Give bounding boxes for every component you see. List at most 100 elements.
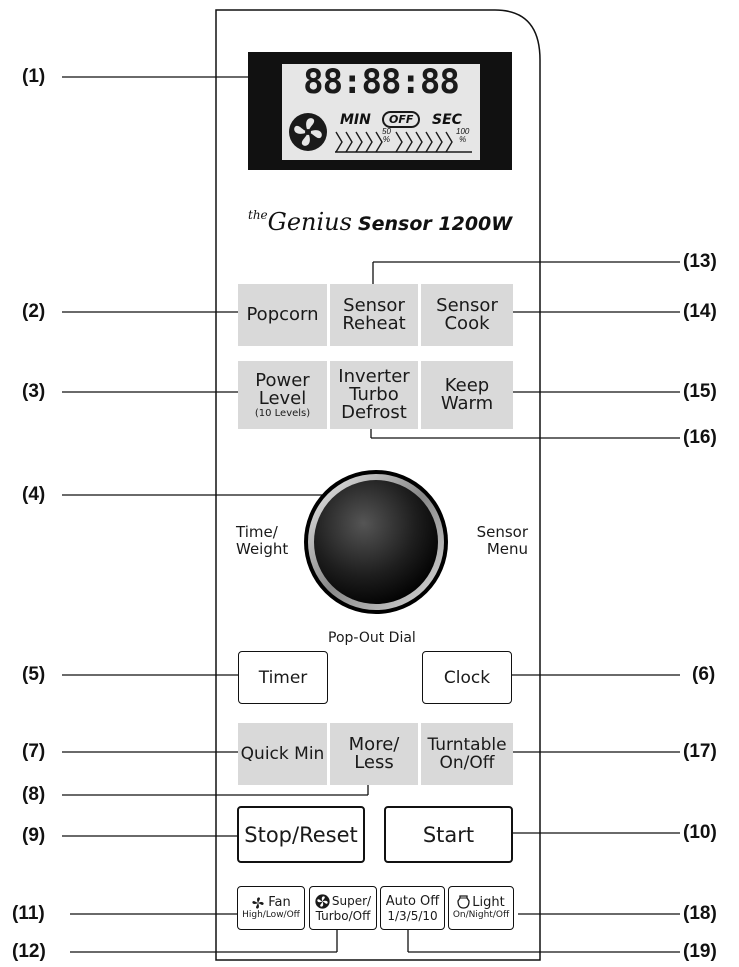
callout-4: (4) — [22, 484, 46, 505]
more-less-label-1: More/ — [348, 734, 400, 755]
turbo-fan-icon — [315, 893, 330, 909]
leader-lines-left — [62, 76, 369, 953]
lcd-panel: 88:88:88 MIN OFF SEC — [282, 62, 480, 160]
more-less-label-2: Less — [354, 752, 394, 773]
clock-label: Clock — [443, 667, 491, 688]
sensor-cook-label-1: Sensor — [436, 295, 498, 316]
fan-label-1: Fan — [268, 895, 291, 910]
auto-off-label-1: Auto Off — [385, 893, 440, 909]
start-label: Start — [422, 822, 475, 847]
time-weight-label: Time/ Weight — [236, 524, 288, 558]
light-button[interactable]: Light On/Night/Off — [448, 886, 514, 930]
clock-button[interactable]: Clock — [422, 651, 512, 704]
power-level-bar — [334, 130, 474, 154]
quick-min-button[interactable]: Quick Min — [238, 723, 327, 785]
fan-label-2: High/Low/Off — [242, 910, 300, 920]
light-bulb-icon — [457, 895, 470, 909]
sensor-menu-label: Sensor Menu — [472, 524, 528, 558]
sensor-cook-label-2: Cook — [444, 313, 490, 334]
keep-warm-button[interactable]: Keep Warm — [421, 361, 513, 429]
lcd-100-value: 100 — [456, 127, 470, 136]
callout-19: (19) — [683, 941, 717, 962]
fan-blade-icon — [252, 896, 264, 909]
callout-15: (15) — [683, 381, 717, 402]
brand-prefix: the — [248, 208, 268, 222]
brand-name: Genius — [267, 208, 352, 236]
light-label-2: On/Night/Off — [452, 910, 510, 920]
time-weight-label-2: Weight — [236, 540, 289, 558]
keep-warm-label-2: Warm — [440, 393, 494, 414]
callout-10: (10) — [683, 822, 717, 843]
lcd-min-label: MIN — [340, 112, 371, 128]
pop-out-dial[interactable] — [302, 468, 450, 616]
lcd-digits: 88:88:88 — [303, 62, 460, 102]
timer-label: Timer — [258, 667, 308, 688]
auto-off-button[interactable]: Auto Off 1/3/5/10 — [380, 886, 445, 930]
sensor-cook-button[interactable]: Sensor Cook — [421, 284, 513, 346]
callout-13: (13) — [683, 251, 717, 272]
sensor-menu-label-1: Sensor — [476, 523, 528, 541]
time-weight-label-1: Time/ — [236, 523, 278, 541]
light-label-1: Light — [472, 895, 505, 910]
power-level-label-3: (10 Levels) — [254, 407, 311, 419]
lcd-sec-label: SEC — [432, 112, 462, 128]
callout-18: (18) — [683, 903, 717, 924]
callout-7: (7) — [22, 741, 46, 762]
brand-model: Sensor 1200W — [357, 213, 513, 235]
lcd-off-label: OFF — [382, 111, 421, 128]
super-turbo-button[interactable]: Super/ Turbo/Off — [309, 886, 377, 930]
callout-9: (9) — [22, 825, 46, 846]
super-label-1: Super/ — [331, 894, 372, 908]
callout-6: (6) — [692, 664, 716, 685]
fan-row: Fan — [251, 895, 291, 910]
inverter-label-3: Defrost — [341, 402, 407, 423]
keep-warm-label-1: Keep — [444, 375, 490, 396]
more-less-button[interactable]: More/ Less — [330, 723, 418, 785]
callout-5: (5) — [22, 664, 46, 685]
inverter-label-2: Turbo — [349, 384, 399, 405]
lcd-50-label: 50 % — [382, 128, 391, 144]
popcorn-button[interactable]: Popcorn — [238, 284, 327, 346]
inverter-label-1: Inverter — [338, 366, 410, 387]
pop-out-dial-label: Pop-Out Dial — [328, 630, 416, 646]
fan-button[interactable]: Fan High/Low/Off — [237, 886, 305, 930]
callout-11: (11) — [12, 903, 45, 924]
quick-min-label: Quick Min — [240, 744, 325, 764]
callout-16: (16) — [683, 427, 717, 448]
callout-1: (1) — [22, 66, 46, 87]
lcd-50-percent: % — [382, 135, 391, 144]
sensor-reheat-label-1: Sensor — [343, 295, 405, 316]
lcd-100-label: 100 % — [456, 128, 469, 144]
turntable-label-1: Turntable — [427, 735, 507, 755]
callout-2: (2) — [22, 301, 46, 322]
sensor-reheat-button[interactable]: Sensor Reheat — [330, 284, 418, 346]
start-button[interactable]: Start — [384, 806, 513, 863]
stop-reset-button[interactable]: Stop/Reset — [237, 806, 365, 863]
callout-3: (3) — [22, 381, 46, 402]
lcd-50-value: 50 — [382, 127, 391, 136]
leader-lines-right — [370, 261, 680, 953]
fan-icon — [288, 112, 328, 152]
lcd-100-percent: % — [459, 135, 467, 144]
callout-8: (8) — [22, 784, 46, 805]
auto-off-label-2: 1/3/5/10 — [387, 908, 438, 923]
power-level-label-1: Power — [255, 369, 310, 391]
turntable-button[interactable]: Turntable On/Off — [421, 723, 513, 785]
turntable-label-2: On/Off — [439, 753, 495, 773]
sensor-menu-label-2: Menu — [486, 540, 528, 558]
super-label-2: Turbo/Off — [315, 908, 371, 923]
callout-17: (17) — [683, 741, 717, 762]
power-level-label-2: Level — [258, 387, 307, 409]
sensor-reheat-label-2: Reheat — [342, 313, 406, 334]
stop-reset-label: Stop/Reset — [244, 822, 358, 847]
power-level-button[interactable]: Power Level (10 Levels) — [238, 361, 327, 429]
light-row: Light — [457, 895, 505, 910]
callout-12: (12) — [12, 941, 46, 962]
timer-button[interactable]: Timer — [238, 651, 328, 704]
inverter-turbo-defrost-button[interactable]: Inverter Turbo Defrost — [330, 361, 418, 429]
callout-14: (14) — [683, 301, 717, 322]
popcorn-label: Popcorn — [246, 304, 319, 325]
super-row: Super/ — [315, 893, 372, 909]
